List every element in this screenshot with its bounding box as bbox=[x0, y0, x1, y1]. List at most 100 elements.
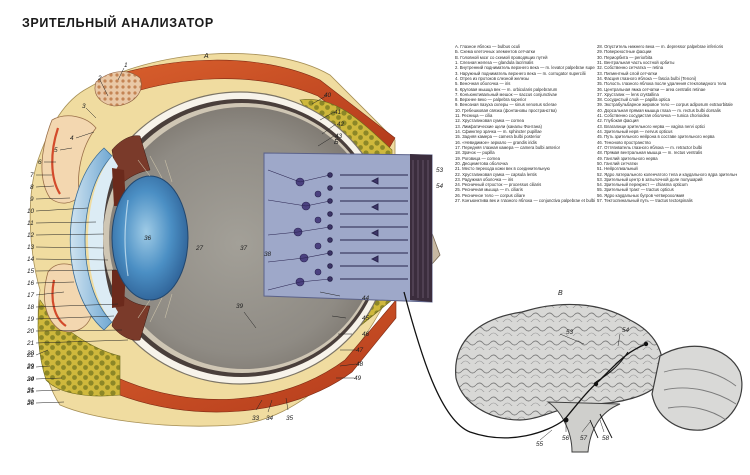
legend-item: 12. Хрусталиковая сумка — cornea bbox=[455, 118, 524, 124]
retina-neurons bbox=[267, 169, 331, 291]
label-14: 14 bbox=[27, 256, 35, 263]
section-label-b: Б bbox=[334, 139, 339, 146]
legend-item: 5. Веночная оболочка — iris bbox=[455, 81, 511, 87]
legend-item: 32. Собственно сетчатка — retina bbox=[597, 65, 664, 71]
legend-item: 56. Ядро каудальных бугров четверохолмия bbox=[597, 192, 685, 198]
label-5: 5 bbox=[54, 147, 58, 154]
legend-item: 15. Задняя камера — camera bulbi posteri… bbox=[455, 134, 541, 140]
label-37: 37 bbox=[240, 245, 248, 252]
legend-item: 51. Нейроглиальный bbox=[597, 166, 638, 172]
label-33: 33 bbox=[252, 415, 260, 422]
legend-item: 53. Зрительный центр в затылочной доле п… bbox=[597, 176, 703, 182]
brain-diagram bbox=[403, 291, 743, 453]
label-brain-56: 56 bbox=[562, 435, 570, 442]
retina-cell-schema bbox=[263, 152, 433, 303]
legend-item: 54. Зрительный перекрест — chiasma optic… bbox=[597, 182, 688, 188]
legend-item: 34. Фасция глазного яблока — fascia bulb… bbox=[597, 75, 697, 81]
label-retina-54: 54 bbox=[436, 183, 444, 190]
label-12: 12 bbox=[27, 232, 35, 239]
label-10: 10 bbox=[27, 208, 35, 215]
legend-item: 10. Гребешковая связка (фонтановы простр… bbox=[455, 107, 557, 113]
label-26: 26 bbox=[26, 400, 35, 407]
legend-item: 3. Наружный подниматель верхнего века — … bbox=[455, 70, 586, 76]
label-17: 17 bbox=[27, 292, 35, 299]
label-brain-53: 53 bbox=[566, 329, 574, 336]
section-label-a: А bbox=[203, 53, 209, 60]
lower-muscle bbox=[111, 299, 397, 413]
legend-item: 22. Хрусталиковая сумка — capsula lentis bbox=[455, 171, 537, 177]
label-31: 31 bbox=[27, 387, 35, 394]
legend-item: 55. Зрительный тракт — tractus opticus bbox=[597, 187, 674, 193]
label-16: 16 bbox=[27, 280, 35, 287]
label-42: 42 bbox=[337, 121, 345, 128]
numbers-inner: 36 37 38 39 bbox=[144, 235, 272, 310]
legend-item: 8. Верхнее веко — palpebra superior bbox=[455, 97, 527, 103]
legend-item: 19. Роговица — cornea bbox=[455, 155, 500, 161]
label-24: 24 bbox=[26, 376, 35, 383]
label-41: 41 bbox=[334, 109, 342, 116]
label-15: 15 bbox=[27, 268, 35, 275]
numbers-retina: 53 54 bbox=[436, 167, 444, 190]
leader-lines bbox=[35, 67, 621, 441]
numbers-left-column: 1 2 3 4 5 6 7 8 9 10 11 12 13 14 15 16 1… bbox=[26, 62, 204, 407]
label-7: 7 bbox=[30, 172, 34, 179]
legend-item: 17. Передняя глазная камера — camera bul… bbox=[455, 144, 561, 150]
label-48: 48 bbox=[356, 361, 364, 368]
lacrimal-gland bbox=[94, 71, 142, 107]
label-4: 4 bbox=[70, 135, 74, 142]
legend-item: 6. Круговая мышца век — m. orbicularis p… bbox=[455, 86, 558, 92]
label-20: 20 bbox=[26, 328, 35, 335]
page-title: ЗРИТЕЛЬНЫЙ АНАЛИЗАТОР bbox=[22, 16, 214, 30]
section-label-v: В bbox=[558, 290, 563, 297]
numbers-brain: 53 54 55 56 57 58 bbox=[536, 327, 630, 448]
label-39: 39 bbox=[236, 303, 244, 310]
label-13: 13 bbox=[27, 244, 35, 251]
label-18: 18 bbox=[27, 304, 35, 311]
legend-item: 2. Внутренний подниматель верхнего века … bbox=[455, 65, 595, 71]
label-11: 11 bbox=[27, 220, 34, 227]
legend-item: 45. Путь зрительного нейрона в составе з… bbox=[597, 134, 715, 140]
label-22: 22 bbox=[26, 352, 35, 359]
cornea bbox=[69, 147, 113, 331]
label-8: 8 bbox=[30, 184, 34, 191]
legend-item: 23. Радужная оболочка — iris bbox=[455, 176, 514, 182]
legend-item: 29. Поверхностные фасции bbox=[597, 49, 652, 55]
label-49: 49 bbox=[354, 375, 362, 382]
legend-item: 37. Хрусталик — lens crystallina bbox=[597, 91, 659, 97]
label-19: 19 bbox=[27, 316, 35, 323]
legend-item: 38. Сосудистый слой — papilla optica bbox=[597, 97, 670, 103]
label-25: 25 bbox=[26, 388, 35, 395]
legend-item: 40. Дорсальная прямая мышца глаза — m. r… bbox=[597, 107, 721, 113]
legend-item: 14. Сфинктер зрачка — m. sphincter pupil… bbox=[455, 129, 542, 134]
label-30: 30 bbox=[27, 376, 35, 383]
label-28: 28 bbox=[26, 350, 35, 357]
legend-column-right: 28. Опуститель нижнего века — m. depress… bbox=[597, 44, 737, 203]
legend-item: 21. Место перехода кожи век в соединител… bbox=[455, 166, 550, 172]
anterior-chamber bbox=[88, 156, 118, 322]
label-47: 47 bbox=[356, 347, 364, 354]
legend-item: 49. Ганглий зрительного нерва bbox=[597, 155, 658, 161]
label-6: 6 bbox=[38, 159, 42, 166]
label-9: 9 bbox=[30, 196, 34, 203]
legend-item: 13. Лимфатические щели (каналы Фонтана) bbox=[455, 123, 542, 129]
legend-item: 26. Ресничное тело — corpus ciliare bbox=[455, 192, 526, 198]
legend-item: 9. Венозная пазуха склеры — sinus venosu… bbox=[455, 102, 557, 108]
legend-item: 42. Глубокая фасция bbox=[597, 118, 639, 124]
legend-item: 4. Отрез из протоков слезной железы bbox=[455, 75, 530, 81]
legend-item: Б. Схема клеточных элементов сетчатки bbox=[455, 49, 536, 55]
legend-item: 24. Ресничный отросток — processus cilia… bbox=[455, 182, 542, 188]
label-2: 2 bbox=[97, 75, 102, 82]
label-40: 40 bbox=[324, 92, 332, 99]
legend-item: 50. Ганглий сетчатки bbox=[597, 160, 638, 166]
label-29: 29 bbox=[26, 363, 35, 370]
label-retina-53: 53 bbox=[436, 167, 444, 174]
numbers-right: 40 41 42 43 44 45 46 47 48 49 bbox=[324, 92, 370, 382]
legend-item: 7. Конъюнктивальный мешок — saccus conju… bbox=[455, 91, 558, 97]
label-1: 1 bbox=[124, 62, 128, 69]
label-23: 23 bbox=[26, 364, 35, 371]
legend-item: 44. Зрительный нерв — nervus opticus bbox=[597, 129, 673, 134]
label-38: 38 bbox=[264, 251, 272, 258]
